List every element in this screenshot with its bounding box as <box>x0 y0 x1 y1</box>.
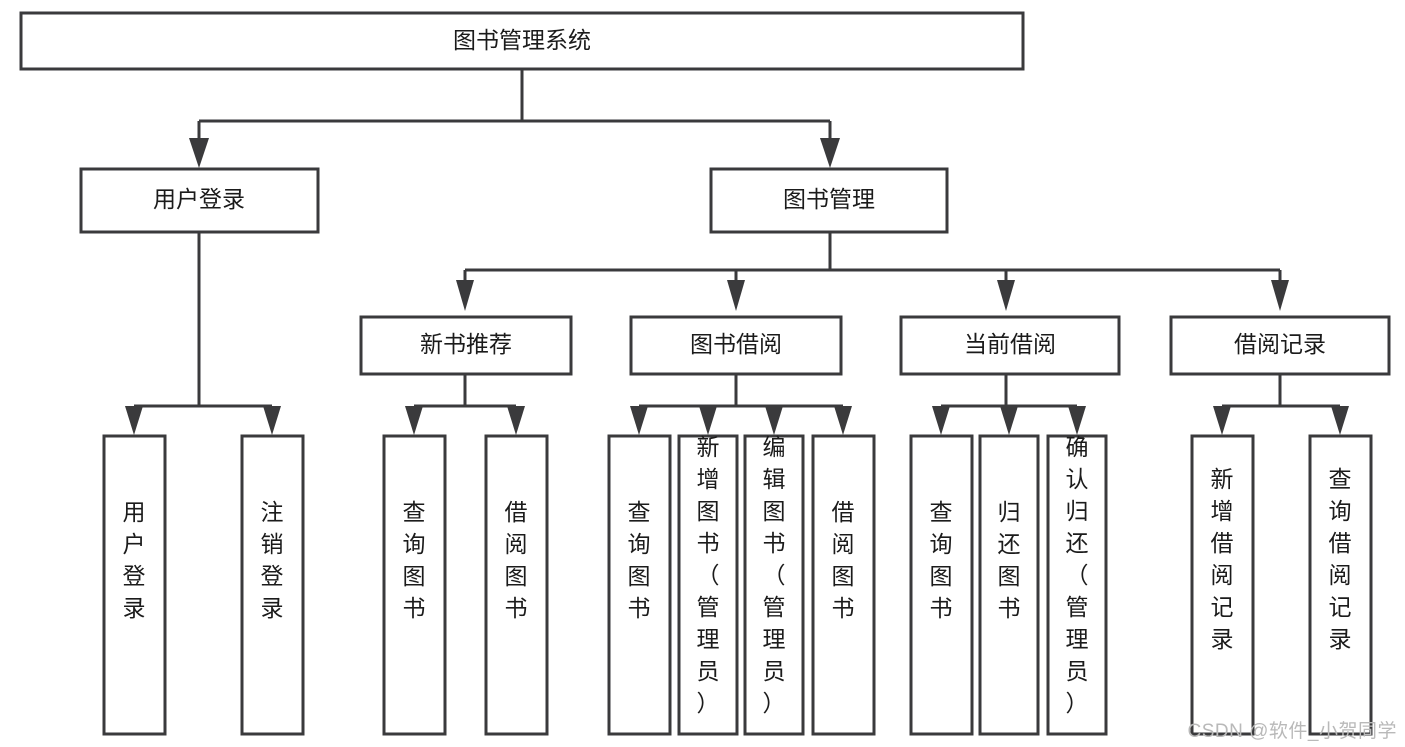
node-leaf-query-book-2-box[interactable] <box>607 434 672 736</box>
node-leaf-query-record[interactable]: 查询借阅记录 <box>1308 434 1373 736</box>
node-leaf-add-record[interactable]: 新增借阅记录 <box>1190 434 1255 736</box>
node-borrow-record-box[interactable] <box>1169 315 1391 376</box>
node-leaf-add-book-label: 新增图书（管理员） <box>697 434 720 716</box>
node-leaf-query-book-1[interactable]: 查询图书 <box>382 434 447 736</box>
node-leaf-return-book-label: 归还图书 <box>998 499 1021 621</box>
node-leaf-query-record-label: 查询借阅记录 <box>1329 466 1352 652</box>
node-user-login-label: 用户登录 <box>153 186 245 212</box>
arrow-leaf-borrow-book-2 <box>834 406 852 435</box>
arrow-leaf-return-book <box>1000 406 1018 435</box>
arrow-leaf-confirm-return <box>1068 406 1086 435</box>
node-leaf-query-book-3[interactable]: 查询图书 <box>909 434 974 736</box>
arrow-current-borrow <box>997 280 1015 311</box>
node-leaf-borrow-book-1-box[interactable] <box>484 434 549 736</box>
node-root-label: 图书管理系统 <box>453 27 591 53</box>
node-leaf-logout-login-box[interactable] <box>240 434 305 736</box>
node-leaf-query-book-1-label: 查询图书 <box>403 499 426 621</box>
node-leaf-borrow-book-1-label: 借阅图书 <box>505 499 528 621</box>
node-leaf-query-book-3-box[interactable] <box>909 434 974 736</box>
node-leaf-confirm-return-box[interactable] <box>1046 434 1108 736</box>
node-leaf-logout-login-label: 注销登录 <box>261 499 284 621</box>
node-leaf-query-book-2[interactable]: 查询图书 <box>607 434 672 736</box>
node-user-login[interactable]: 用户登录 <box>79 167 320 234</box>
arrow-book-borrow <box>727 280 745 311</box>
node-leaf-query-record-box[interactable] <box>1308 434 1373 736</box>
node-leaf-add-book[interactable]: 新增图书（管理员） <box>677 434 739 736</box>
node-leaf-add-book-box[interactable] <box>677 434 739 736</box>
node-leaf-add-record-box[interactable] <box>1190 434 1255 736</box>
arrow-leaf-add-record <box>1213 406 1231 435</box>
node-leaf-borrow-book-2-box[interactable] <box>811 434 876 736</box>
node-leaf-borrow-book-2-label: 借阅图书 <box>832 499 855 621</box>
node-user-login-box[interactable] <box>79 167 320 234</box>
node-current-borrow[interactable]: 当前借阅 <box>899 315 1121 376</box>
node-leaf-confirm-return-label: 确认归还（管理员） <box>1066 434 1089 716</box>
arrow-user-login <box>189 138 209 168</box>
node-leaf-confirm-return[interactable]: 确认归还（管理员） <box>1046 434 1108 736</box>
node-leaf-return-book-box[interactable] <box>978 434 1040 736</box>
node-book-management-label: 图书管理 <box>783 186 875 212</box>
arrow-leaf-query-book-3 <box>932 406 950 435</box>
node-leaf-user-login[interactable]: 用户登录 <box>102 434 167 736</box>
connector-layer <box>125 69 1349 435</box>
node-new-book-recommend-label: 新书推荐 <box>420 331 512 357</box>
arrow-leaf-query-record <box>1331 406 1349 435</box>
arrow-leaf-user-login <box>125 406 143 435</box>
node-book-management[interactable]: 图书管理 <box>709 167 949 234</box>
node-leaf-borrow-book-2[interactable]: 借阅图书 <box>811 434 876 736</box>
node-leaf-query-book-2-label: 查询图书 <box>628 499 651 621</box>
node-book-management-box[interactable] <box>709 167 949 234</box>
node-leaf-logout-login[interactable]: 注销登录 <box>240 434 305 736</box>
node-leaf-query-book-3-label: 查询图书 <box>930 499 953 621</box>
node-leaf-edit-book-label: 编辑图书（管理员） <box>763 434 786 716</box>
node-leaf-user-login-label: 用户登录 <box>123 499 146 621</box>
arrow-leaf-add-book <box>699 406 717 435</box>
arrow-leaf-query-book-1 <box>405 406 423 435</box>
node-leaf-edit-book[interactable]: 编辑图书（管理员） <box>743 434 805 736</box>
node-current-borrow-box[interactable] <box>899 315 1121 376</box>
node-new-book-recommend[interactable]: 新书推荐 <box>359 315 573 376</box>
arrow-leaf-query-book-2 <box>630 406 648 435</box>
node-root-box[interactable] <box>19 11 1025 71</box>
node-current-borrow-label: 当前借阅 <box>964 331 1056 357</box>
node-borrow-record[interactable]: 借阅记录 <box>1169 315 1391 376</box>
node-new-book-recommend-box[interactable] <box>359 315 573 376</box>
arrow-new-book-recommend <box>456 280 474 311</box>
node-borrow-record-label: 借阅记录 <box>1234 331 1326 357</box>
node-leaf-query-book-1-box[interactable] <box>382 434 447 736</box>
node-book-borrow[interactable]: 图书借阅 <box>629 315 843 376</box>
arrow-leaf-logout-login <box>263 406 281 435</box>
arrow-book-management <box>820 138 840 168</box>
node-leaf-user-login-box[interactable] <box>102 434 167 736</box>
node-root[interactable]: 图书管理系统 <box>19 11 1025 71</box>
node-leaf-return-book[interactable]: 归还图书 <box>978 434 1040 736</box>
arrow-borrow-record <box>1271 280 1289 311</box>
node-leaf-edit-book-box[interactable] <box>743 434 805 736</box>
node-leaf-borrow-book-1[interactable]: 借阅图书 <box>484 434 549 736</box>
arrow-leaf-edit-book <box>765 406 783 435</box>
node-book-borrow-label: 图书借阅 <box>690 331 782 357</box>
arrow-leaf-borrow-book-1 <box>507 406 525 435</box>
node-leaf-add-record-label: 新增借阅记录 <box>1211 466 1234 652</box>
node-book-borrow-box[interactable] <box>629 315 843 376</box>
